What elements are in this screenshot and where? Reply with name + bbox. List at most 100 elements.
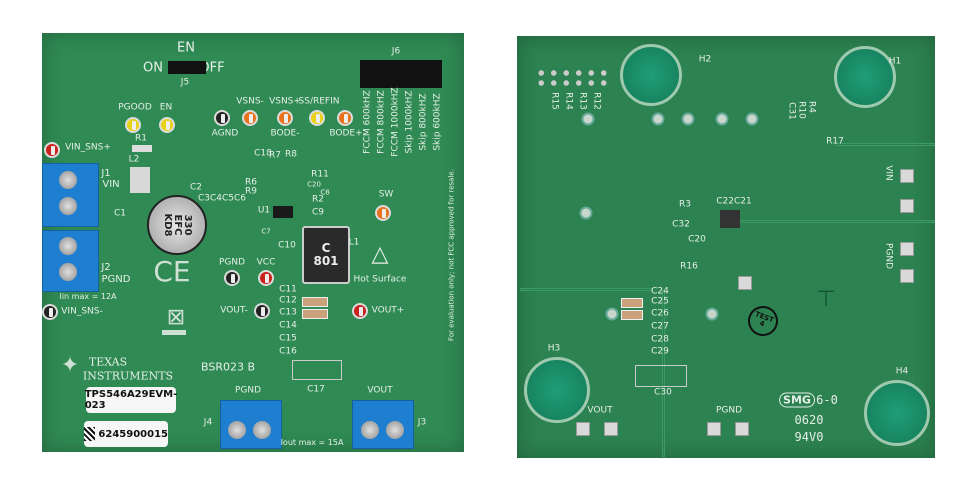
ic-u1 (273, 206, 293, 218)
l2-label: L2 (128, 154, 140, 165)
bode-plus-label: BODE+ (329, 128, 363, 139)
vout-label: VOUT (587, 405, 613, 416)
cap-label: C26 (651, 308, 669, 319)
cap-label: C29 (651, 346, 669, 357)
cap-label: C28 (651, 334, 669, 345)
c32-label: C32 (672, 219, 690, 230)
inductor-l2 (130, 167, 150, 193)
r3-label: R3 (679, 199, 691, 210)
testpoint-vsns-minus[interactable] (242, 110, 258, 126)
vcc-label: VCC (256, 257, 276, 268)
ss-refin-label: SS/REFIN (298, 96, 340, 107)
resistor-label: R15 (549, 92, 560, 110)
cap-label: C11 (279, 284, 297, 295)
testpoint-ss-refin[interactable] (309, 110, 325, 126)
jumper-j5[interactable] (168, 61, 206, 74)
testpoint-pgnd[interactable] (224, 270, 240, 286)
weee-bar (162, 330, 186, 335)
manufacturer-code: 6-0 (816, 393, 838, 407)
serial-label: 6245900015 (84, 421, 168, 447)
mounting-hole-h4 (864, 380, 930, 446)
cap-label: C27 (651, 321, 669, 332)
capacitor (621, 298, 643, 308)
testpoint-en[interactable] (159, 117, 175, 133)
capacitor-c2: 330 EFC KD8 (147, 195, 207, 255)
r8-label: R8 (285, 149, 297, 160)
testpoint-pgood[interactable] (125, 117, 141, 133)
barcode-icon (84, 427, 96, 441)
mounting-hole-h3 (524, 357, 590, 423)
r7-label: R7 (269, 150, 281, 161)
fcc-note: For evaluation only; not FCC approved fo… (447, 169, 456, 341)
c20-label: C20 (307, 180, 321, 189)
cap-label: C14 (279, 320, 297, 331)
testpoint-vsns-plus[interactable] (277, 110, 293, 126)
board-id: BSR023 B (200, 360, 256, 374)
copper-trace (836, 143, 935, 146)
r1-label: R1 (135, 133, 147, 144)
j6-mode-label: Skip 800kHZ (418, 93, 429, 151)
pad (738, 276, 752, 290)
j1-name: VIN (102, 179, 120, 190)
manufacturer-logo: SMG (779, 392, 815, 408)
pcb-top-side (42, 33, 464, 452)
ti-logo-icon: ✦ (60, 353, 80, 378)
resistor-r1 (132, 145, 152, 152)
part-number: TPS546A29EVM-023 (84, 389, 178, 411)
c9-label: C9 (311, 207, 325, 218)
vsns-minus-label: VSNS- (236, 96, 264, 107)
c2-label: C2 (189, 182, 203, 193)
ti-logo-line1: TEXAS (88, 355, 128, 369)
cap-label: C16 (279, 346, 297, 357)
jumper-header-j6[interactable] (360, 60, 442, 88)
testpoint-vin-sns-plus[interactable] (44, 142, 60, 158)
copper-trace (662, 290, 665, 457)
en-tp-label: EN (159, 102, 173, 113)
via (605, 307, 619, 321)
h1-label: H1 (888, 56, 902, 67)
screw-icon (253, 421, 271, 439)
resistor-label: R12 (591, 92, 602, 110)
resistor-label: R13 (577, 92, 588, 110)
vsns-plus-label: VSNS+ (269, 96, 301, 107)
j4-name: PGND (234, 385, 262, 396)
ti-logo-line2: INSTRUMENTS (82, 369, 174, 383)
j6-label: J6 (391, 46, 401, 57)
vout-minus-label: VOUT- (220, 305, 248, 316)
resistor-label: R10 (796, 101, 807, 119)
screw-icon (59, 263, 77, 281)
capacitors-c22-c21 (720, 210, 740, 228)
pgnd-bottom-label: PGND (715, 405, 743, 416)
screw-icon (386, 421, 404, 439)
r2-label: R2 (312, 194, 324, 205)
c2-marking: 330 (182, 214, 193, 236)
inductor-l1: C 801 (302, 226, 350, 284)
testpoint-vin-sns-minus[interactable] (42, 304, 58, 320)
resistor-label: R14 (563, 92, 574, 110)
via (745, 112, 759, 126)
hot-surface-label: Hot Surface (353, 274, 407, 285)
c20-label: C20 (688, 234, 706, 245)
resistor-label: R4 (806, 101, 817, 113)
j6-mode-label: FCCM 1000kHZ (390, 87, 401, 157)
testpoint-vcc[interactable] (258, 270, 274, 286)
screw-icon (59, 197, 77, 215)
j2-label: J2 (101, 262, 111, 273)
vin-label: VIN (883, 165, 894, 181)
r6-label: R6 (245, 177, 257, 188)
h2-label: H2 (698, 54, 712, 65)
testpoint-bode-plus[interactable] (337, 110, 353, 126)
date-code: 0620 (794, 413, 824, 427)
testpoint-vout-plus[interactable] (352, 303, 368, 319)
pgood-label: PGOOD (118, 102, 152, 113)
pad (900, 242, 914, 256)
screw-icon (59, 171, 77, 189)
testpoint-vout-minus[interactable] (254, 303, 270, 319)
testpoint-sw[interactable] (375, 205, 391, 221)
c22c21-label: C22C21 (716, 196, 752, 207)
via (715, 112, 729, 126)
testpoint-agnd[interactable] (214, 110, 230, 126)
c2-marking: EFC (172, 214, 183, 236)
via (581, 112, 595, 126)
via (681, 112, 695, 126)
